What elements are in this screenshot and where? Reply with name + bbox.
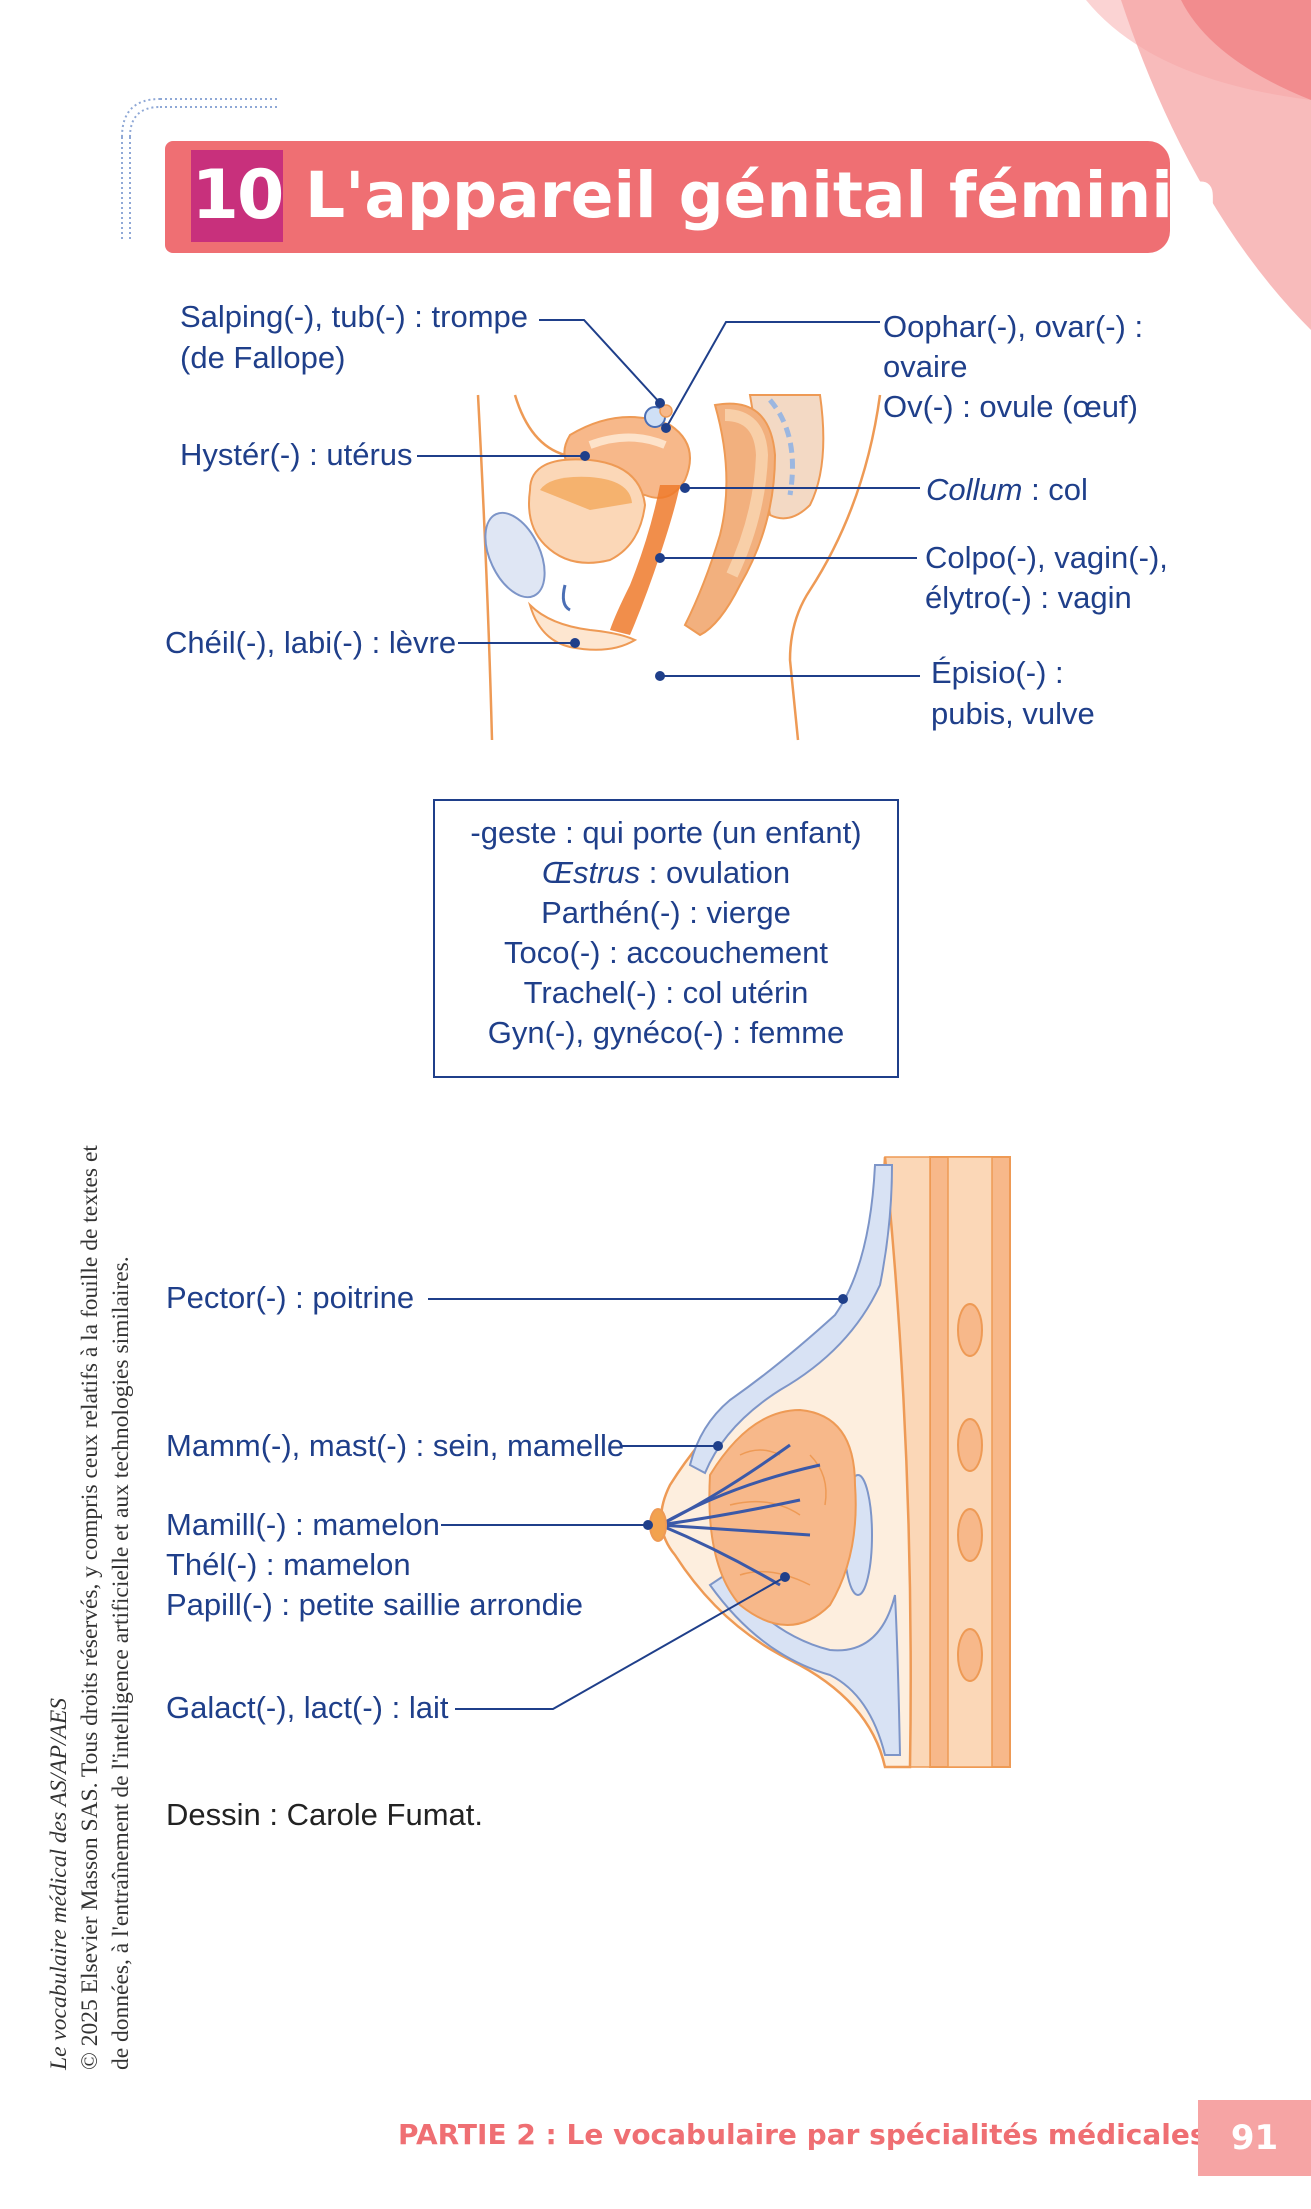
title-bar <box>165 141 1170 253</box>
vocabulary-box: -geste : qui porte (un enfant) Œstrus : … <box>433 799 899 1078</box>
label-papill: Papill(-) : petite saillie arrondie <box>166 1587 583 1622</box>
footer-section: PARTIE 2 : Le vocabulaire par spécialité… <box>398 2118 1207 2151</box>
vocab-trachel: Trachel(-) : col utérin <box>523 975 809 1010</box>
label-ov: Ov(-) : ovule (œuf) <box>883 389 1138 424</box>
oestrus-term: Œstrus <box>541 855 641 890</box>
label-thel: Thél(-) : mamelon <box>166 1547 411 1582</box>
copyright-note: Le vocabulaire médical des AS/AP/AES © 2… <box>44 1145 137 2070</box>
label-episio-sub: pubis, vulve <box>931 696 1095 731</box>
label-colpo-sub: élytro(-) : vagin <box>925 580 1132 615</box>
label-oophar: Oophar(-), ovar(-) : <box>883 309 1144 344</box>
page-number: 91 <box>1198 2100 1311 2176</box>
collum-term: Collum <box>926 472 1023 507</box>
breast-illustration <box>649 1156 1011 1769</box>
label-galact: Galact(-), lact(-) : lait <box>166 1690 449 1725</box>
label-oophar-ovaire: ovaire <box>883 349 968 384</box>
vocab-oestrus: Œstrus : ovulation <box>435 853 897 893</box>
vocab-toco: Toco(-) : accouchement <box>504 935 828 970</box>
illustration-credit: Dessin : Carole Fumat. <box>166 1797 483 1832</box>
book-title: Le vocabulaire médical des AS/AP/AES <box>46 1698 72 2070</box>
label-cheil: Chéil(-), labi(-) : lèvre <box>165 625 457 660</box>
label-collum: Collum : col <box>926 470 1088 510</box>
label-mamm: Mamm(-), mast(-) : sein, mamelle <box>166 1428 625 1463</box>
collum-def: : col <box>1022 472 1088 507</box>
vocab-geste: -geste : qui porte (un enfant) <box>470 815 862 850</box>
label-episio: Épisio(-) : <box>931 655 1064 690</box>
corner-decoration <box>1086 0 1311 330</box>
label-salping: Salping(-), tub(-) : trompe <box>180 299 528 334</box>
label-colpo: Colpo(-), vagin(-), <box>925 540 1168 575</box>
page-title: L'appareil génital féminin <box>305 159 1218 232</box>
decorative-bracket <box>121 98 280 242</box>
oestrus-def: : ovulation <box>640 855 791 890</box>
label-hyster: Hystér(-) : utérus <box>180 437 413 472</box>
copyright-line: © 2025 Elsevier Masson SAS. Tous droits … <box>77 1145 103 2070</box>
label-pector: Pector(-) : poitrine <box>166 1280 415 1315</box>
label-mamill: Mamill(-) : mamelon <box>166 1507 440 1542</box>
vocab-gyn: Gyn(-), gynéco(-) : femme <box>487 1015 845 1050</box>
copyright-line-2: de données, à l'entraînement de l'intell… <box>108 1256 134 2070</box>
vocab-parthen: Parthén(-) : vierge <box>541 895 791 930</box>
chapter-number: 10 <box>191 150 284 242</box>
label-salping-sub: (de Fallope) <box>180 340 346 375</box>
